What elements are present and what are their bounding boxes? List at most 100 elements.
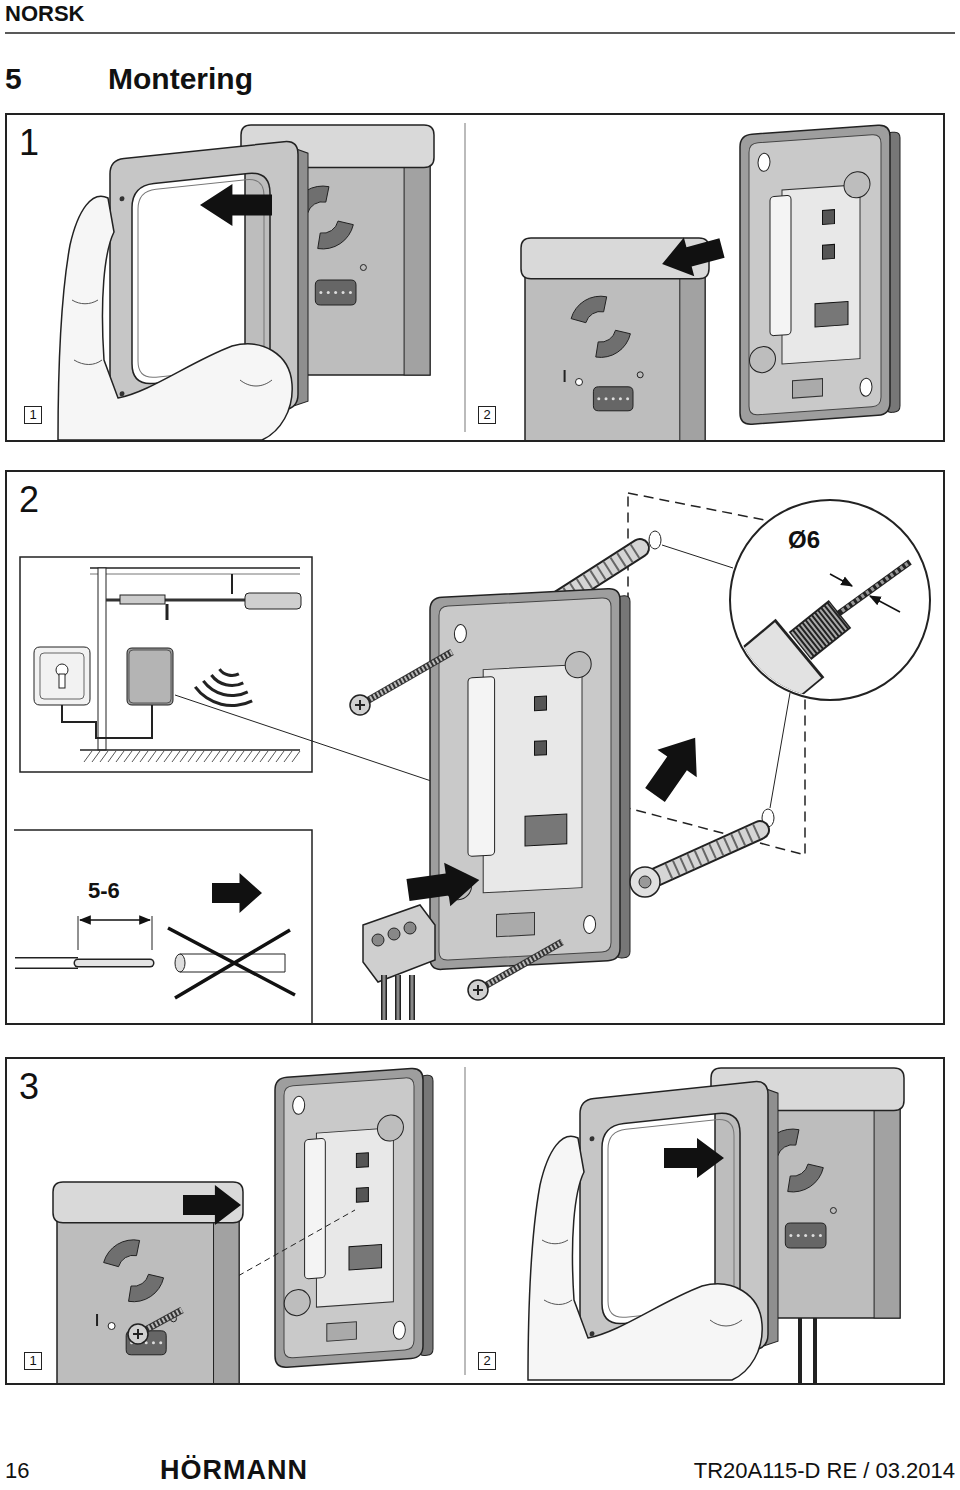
drawing-part — [152, 916, 153, 950]
drawing-part — [593, 387, 633, 411]
drawing-part — [128, 1324, 148, 1344]
drawing-part — [168, 928, 295, 998]
drawing-part — [305, 1138, 326, 1279]
drawing-part — [605, 397, 608, 400]
drawing-part — [798, 1318, 802, 1383]
drawing-part — [140, 751, 148, 762]
label-wrap: 5-6 — [88, 878, 120, 903]
drawing-part — [218, 668, 239, 677]
drawing-part — [108, 1323, 115, 1330]
direction-arrow — [657, 229, 727, 284]
drawing-part — [590, 1331, 595, 1337]
drawing-part — [842, 562, 910, 611]
drawing-part — [58, 196, 292, 440]
drawing-part — [597, 397, 600, 400]
drawing-part — [812, 1234, 815, 1237]
substep-number: 1 — [29, 408, 36, 422]
drawing-part — [542, 1240, 742, 1326]
label-wrap: 16 — [5, 1458, 29, 1483]
drawing-part — [334, 291, 337, 294]
drawing-part — [284, 1289, 310, 1317]
drawing-part — [454, 624, 466, 643]
drawing-part — [649, 531, 661, 549]
drawing-part — [152, 1341, 155, 1344]
drawing-part — [565, 651, 591, 678]
base-plate — [430, 588, 630, 970]
screw — [468, 942, 562, 1000]
step-panel: 112 — [5, 113, 945, 442]
drawing-part — [292, 751, 300, 762]
drawing-part — [749, 134, 881, 415]
drawing-part — [355, 700, 365, 710]
drawing-part — [58, 125, 434, 440]
drawing-part — [785, 1223, 826, 1248]
drawing-part — [245, 593, 301, 609]
drawing-part — [525, 814, 567, 846]
drawing-part — [497, 912, 535, 936]
dimension-line — [80, 919, 150, 921]
drawing-part — [360, 265, 366, 271]
drawing-part — [830, 1208, 836, 1214]
substep-box: 1 — [24, 406, 42, 424]
drawing-part — [758, 153, 770, 172]
drawing-part — [804, 1234, 807, 1237]
drawing-part — [98, 568, 106, 750]
drawing-part — [92, 751, 100, 762]
drawing-part — [148, 751, 156, 762]
drawing-part — [788, 1164, 824, 1192]
drawing-part — [327, 1322, 357, 1341]
drawing-part — [612, 397, 615, 400]
drawing-part — [356, 1153, 368, 1168]
step-panel: 312 — [5, 1057, 945, 1385]
label-wrap: TR20A115-D RE / 03.2014 — [694, 1458, 955, 1483]
drawing-part — [62, 705, 152, 738]
step-number: 3 — [7, 1059, 39, 1107]
drawing-part — [204, 751, 212, 762]
drawing-part — [838, 562, 910, 614]
dimension-arrow — [870, 596, 900, 612]
drawing-part — [668, 830, 760, 872]
drawing-part — [212, 751, 220, 762]
substep-box: 2 — [478, 1352, 496, 1370]
drawing-part — [645, 830, 760, 882]
drawing-part — [393, 1321, 405, 1340]
drawing-part — [276, 751, 284, 762]
drawing-part — [175, 954, 185, 972]
step-number: 2 — [7, 472, 39, 520]
drawing-part — [40, 653, 84, 699]
drawing-part — [801, 615, 839, 645]
drawing-part — [478, 942, 562, 990]
drawing-part — [236, 751, 244, 762]
divider — [464, 1067, 466, 1375]
direction-arrow — [200, 184, 272, 226]
drawing-part — [188, 751, 196, 762]
drawing-part — [360, 652, 452, 705]
drawing-part — [528, 1068, 904, 1383]
drawing-part — [360, 652, 452, 705]
drawing-part — [244, 751, 252, 762]
drawing-part — [521, 124, 900, 440]
drawing-part — [210, 674, 244, 687]
drawing-part — [78, 959, 150, 968]
drawing-part — [860, 378, 872, 397]
label-wrap: 5 — [5, 62, 22, 97]
drawing-part — [381, 975, 387, 1020]
drawing-part — [120, 196, 125, 202]
strip-length: 5-6 — [88, 878, 120, 903]
drawing-part — [584, 915, 596, 934]
drawing-part — [439, 598, 611, 961]
substep-number: 2 — [483, 408, 490, 422]
drawing-part — [483, 664, 582, 892]
drawing-part — [363, 905, 435, 982]
base-plate — [740, 124, 900, 425]
drawing-part — [90, 574, 300, 575]
drawing-part — [80, 749, 300, 751]
key-switch — [34, 647, 90, 705]
drawing-part — [53, 1067, 433, 1383]
document-code: TR20A115-D RE / 03.2014 — [694, 1458, 955, 1483]
drawing-part — [120, 391, 125, 397]
drawing-part — [770, 195, 791, 336]
drawing-part — [15, 957, 78, 969]
